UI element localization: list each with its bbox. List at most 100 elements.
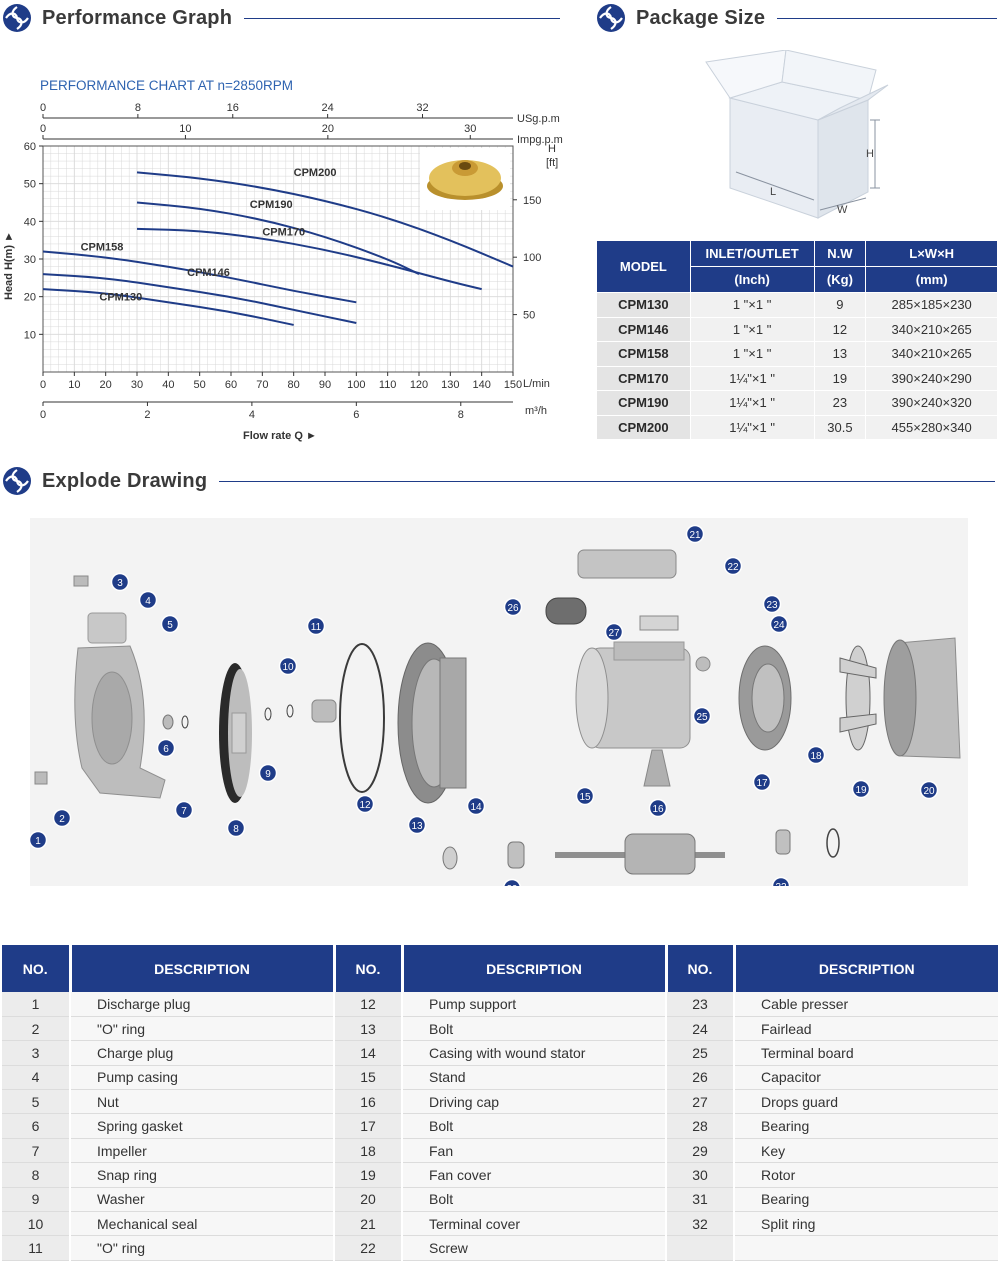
usgpm-tick-label: 24: [322, 102, 334, 114]
series-line-cpm200: [136, 171, 514, 268]
callout-marker-5: [160, 614, 180, 634]
y-tick-label: 40: [24, 216, 36, 228]
pump-casing-drawing: [74, 612, 166, 799]
o-ring-drawing: [339, 643, 385, 793]
part-description-cell: Bolt: [402, 1113, 667, 1139]
parts-list-table: NO. DESCRIPTION NO. DESCRIPTION NO. DESC…: [2, 945, 998, 1261]
part-description-cell: Driving cap: [402, 1089, 667, 1115]
model-cell: CPM170: [596, 365, 691, 391]
callout-number: 15: [579, 792, 591, 803]
bearing-drawing: [507, 841, 525, 869]
x-tick-label: 90: [319, 379, 331, 391]
callout-number: 17: [756, 778, 768, 789]
part-description-cell: Mechanical seal: [70, 1211, 335, 1237]
part-number-cell: 22: [334, 1235, 403, 1261]
part-number-cell: 28: [666, 1113, 735, 1139]
ft-axis-label: H: [548, 143, 556, 155]
brand-swirl-icon: [3, 467, 31, 495]
section-title: Explode Drawing: [42, 469, 208, 492]
col-model-header: MODEL: [596, 240, 691, 293]
callout-number: 22: [727, 562, 739, 573]
col-lwh-header: L×W×H: [865, 240, 998, 267]
callout-number: 3: [117, 578, 123, 589]
part-description-cell: Capacitor: [734, 1065, 998, 1091]
part-description-cell: Casing with wound stator: [402, 1040, 667, 1066]
series-label-cpm170: CPM170: [262, 226, 305, 238]
part-description-cell: Bolt: [402, 1187, 667, 1213]
lwh-cell: 285×185×230: [865, 292, 998, 318]
part-number-cell: 19: [334, 1162, 403, 1188]
model-cell: CPM146: [596, 316, 691, 342]
part-number-cell: 17: [334, 1113, 403, 1139]
callout-marker-7: [174, 800, 194, 820]
x-unit-label: L/min: [523, 378, 550, 390]
part-description-cell: Terminal cover: [402, 1211, 667, 1237]
x-axis-label: Flow rate Q ►: [243, 430, 317, 442]
section-title: Package Size: [636, 6, 766, 29]
part-number-cell: 31: [666, 1187, 735, 1213]
series-line-cpm158: [42, 250, 357, 304]
y-axis-label: Head H(m) ►: [3, 231, 15, 300]
part-description-cell: Fairlead: [734, 1016, 998, 1042]
dim-w-label: W: [837, 204, 848, 216]
brand-swirl-icon: [597, 4, 625, 32]
split-ring-drawing: [826, 828, 840, 858]
callout-marker-2: [52, 808, 72, 828]
callout-marker-19: [851, 779, 871, 799]
part-description-cell: Terminal board: [734, 1040, 998, 1066]
callout-number: 19: [855, 785, 867, 796]
part-number-cell: 4: [2, 1065, 71, 1091]
series-line-cpm190: [136, 201, 420, 275]
part-number-cell: 8: [2, 1162, 71, 1188]
callout-number: 13: [411, 821, 423, 832]
col-lwh-unit: (mm): [865, 266, 998, 293]
m3h-tick-label: 0: [40, 409, 46, 421]
nw-cell: 12: [813, 316, 867, 342]
part-description-cell: Spring gasket: [70, 1113, 335, 1139]
series-label-cpm158: CPM158: [81, 241, 124, 253]
impgpm-tick-label: 0: [40, 123, 46, 135]
callout-marker-16: [648, 798, 668, 818]
col-no-header: NO.: [334, 945, 404, 992]
lwh-cell: 340×210×265: [865, 341, 998, 367]
part-description-cell: Fan cover: [402, 1162, 667, 1188]
empty-cell: [666, 1235, 735, 1261]
series-label-cpm190: CPM190: [250, 199, 293, 211]
x-tick-label: 60: [225, 379, 237, 391]
section-header-performance: Performance Graph: [2, 0, 561, 36]
x-tick-label: 140: [472, 379, 490, 391]
part-description-cell: Charge plug: [70, 1040, 335, 1066]
part-description-cell: Rotor: [734, 1162, 998, 1188]
callout-number: 11: [311, 622, 322, 633]
part-number-cell: 6: [2, 1113, 71, 1139]
impgpm-tick-label: 20: [322, 123, 334, 135]
part-number-cell: 11: [2, 1235, 71, 1261]
callout-marker-13: [407, 815, 427, 835]
usgpm-tick-label: 8: [135, 102, 141, 114]
part-number-cell: 20: [334, 1187, 403, 1213]
stator-casing-drawing: [575, 641, 691, 749]
col-desc-header: DESCRIPTION: [402, 945, 668, 992]
part-number-cell: 7: [2, 1138, 71, 1164]
part-description-cell: Bearing: [734, 1113, 998, 1139]
callout-number: 24: [773, 620, 785, 631]
part-number-cell: 10: [2, 1211, 71, 1237]
usgpm-unit-label: USg.p.m: [517, 113, 560, 125]
y-tick-label: 60: [24, 141, 36, 153]
col-no-header: NO.: [2, 945, 72, 992]
ft-tick-label: 50: [523, 310, 535, 322]
col-desc-header: DESCRIPTION: [70, 945, 336, 992]
divider-line: [777, 17, 998, 19]
impgpm-tick-label: 10: [179, 123, 191, 135]
part-description-cell: Pump casing: [70, 1065, 335, 1091]
part-number-cell: 30: [666, 1162, 735, 1188]
callout-marker-18: [806, 745, 826, 765]
callout-number: 4: [145, 596, 151, 607]
callout-marker-9: [258, 763, 278, 783]
